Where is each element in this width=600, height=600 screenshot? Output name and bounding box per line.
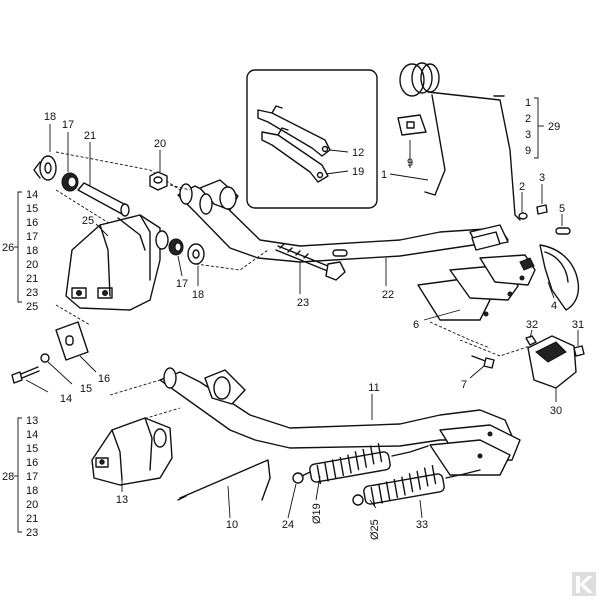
part-9-clamp-plate	[397, 114, 427, 136]
part-1-spring-tine	[399, 62, 521, 221]
label: 18	[26, 245, 38, 257]
label: 11	[368, 382, 379, 394]
label: 29	[548, 121, 560, 133]
label: 18	[44, 111, 56, 123]
label: 3	[539, 172, 545, 184]
part-16-plate	[55, 321, 89, 361]
label: 25	[26, 301, 38, 313]
label: 23	[297, 297, 309, 309]
label: 14	[60, 393, 72, 405]
label: 6	[413, 319, 419, 331]
label: 22	[382, 289, 394, 301]
part-17-bushing-mid	[168, 238, 184, 256]
label: 30	[550, 405, 562, 417]
brand-logo	[572, 572, 596, 596]
part-33-spring	[352, 465, 481, 507]
part-32-nut	[525, 335, 537, 346]
label: 17	[26, 231, 38, 243]
leader-lines	[25, 124, 579, 519]
label: 28	[2, 471, 14, 483]
label: 13	[26, 415, 38, 427]
label: 1	[381, 169, 387, 181]
part-25-housing	[65, 214, 169, 311]
label: 2	[525, 113, 531, 125]
label: 21	[84, 130, 96, 142]
label: 25	[82, 215, 94, 227]
label: 33	[416, 519, 428, 531]
label: 20	[26, 499, 38, 511]
label: 23	[26, 527, 38, 539]
label: 23	[26, 287, 38, 299]
label: Ø25	[369, 519, 381, 540]
part-21-pin	[77, 182, 130, 217]
label: 21	[26, 513, 38, 525]
part-17-bushing-top	[61, 172, 79, 192]
part-18-washer-mid	[187, 243, 205, 265]
label: 9	[525, 145, 531, 157]
part-11-frame-arm	[159, 367, 521, 476]
label: 1	[525, 97, 531, 109]
label: 12	[352, 147, 364, 159]
label: 26	[2, 242, 14, 254]
part-30-bracket	[527, 335, 577, 389]
part-24-spring	[292, 443, 429, 485]
label: 15	[26, 443, 38, 455]
label: 4	[551, 300, 557, 312]
part-15-washer	[40, 353, 50, 363]
label: 21	[26, 273, 38, 285]
callout-labels: 18 17 21 20 25 17 18 23 22 12 19 9 1 1 2…	[2, 97, 584, 540]
part-20-nut	[149, 171, 168, 191]
label: 15	[26, 203, 38, 215]
part-5-washer	[555, 227, 571, 235]
label: 20	[154, 138, 166, 150]
group-brackets	[14, 97, 544, 533]
part-3-bolt	[536, 204, 548, 215]
label: 20	[26, 259, 38, 271]
part-31-bolt	[573, 345, 585, 357]
part-22-frame-arm	[177, 179, 509, 263]
label: 18	[26, 485, 38, 497]
label: 17	[176, 278, 188, 290]
label: 10	[226, 519, 238, 531]
part-19-bracket	[261, 127, 329, 183]
part-23-bolt	[275, 243, 346, 281]
label: 17	[62, 119, 74, 131]
label: 7	[461, 379, 467, 391]
part-6-tines	[417, 254, 536, 321]
label: 14	[26, 429, 38, 441]
part-14-bolt	[11, 366, 40, 384]
label: 32	[526, 319, 538, 331]
label: 3	[525, 129, 531, 141]
label: 2	[519, 181, 525, 193]
part-2-nut	[518, 212, 528, 220]
label: 16	[98, 373, 110, 385]
label: 16	[26, 217, 38, 229]
label: 18	[192, 289, 204, 301]
label: 14	[26, 189, 38, 201]
label: 17	[26, 471, 38, 483]
label: 9	[407, 157, 413, 169]
part-18-washer-top	[33, 155, 57, 181]
label: 13	[116, 494, 128, 506]
inset-box	[246, 69, 378, 209]
part-4-guard	[519, 244, 580, 311]
label: 5	[559, 203, 565, 215]
part-13-housing	[91, 417, 173, 486]
label: 15	[80, 383, 92, 395]
label: 16	[26, 457, 38, 469]
part-7-bolt	[471, 355, 495, 369]
label: 19	[352, 166, 364, 178]
label: 24	[282, 519, 294, 531]
part-12-bracket	[257, 105, 331, 157]
label: 31	[572, 319, 584, 331]
label: Ø19	[311, 503, 323, 524]
part-10-rod	[177, 459, 271, 501]
